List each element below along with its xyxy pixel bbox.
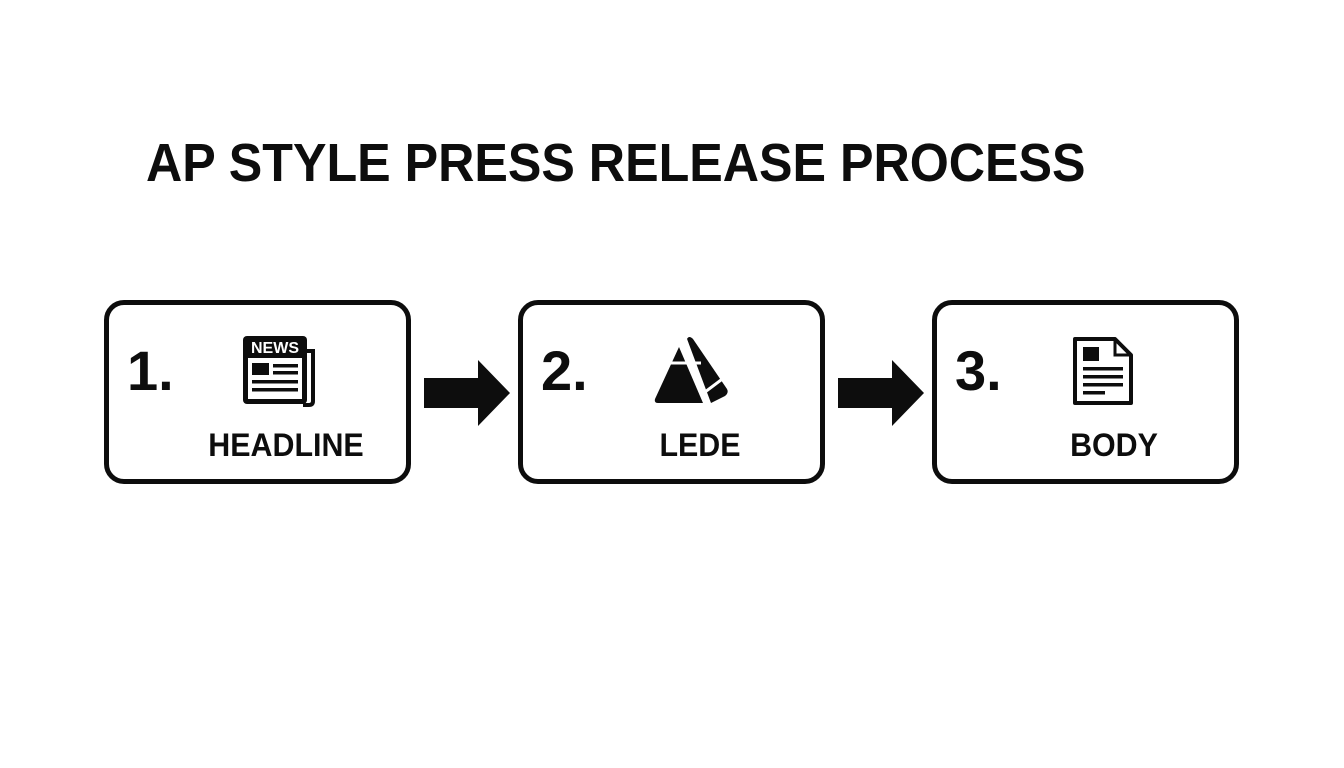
inverted-pyramid-icon: [651, 331, 733, 411]
step-number: 1.: [127, 339, 174, 402]
arrow-right-icon: [424, 360, 510, 426]
newspaper-icon: NEWS: [237, 331, 319, 411]
diagram-title: AP STYLE PRESS RELEASE PROCESS: [146, 133, 1086, 193]
arrow-right-icon: [838, 360, 924, 426]
step-headline-box: 1. NEWS HEADLINE: [104, 300, 411, 484]
newspaper-icon-text: NEWS: [251, 340, 299, 357]
step-label-lede: LEDE: [659, 427, 741, 463]
step-body-box: 3. BODY: [932, 300, 1239, 484]
step-number: 2.: [541, 339, 588, 402]
step-label-headline: HEADLINE: [208, 427, 364, 463]
step-number: 3.: [955, 339, 1002, 402]
step-lede-box: 2. LEDE: [518, 300, 825, 484]
document-icon: [1065, 331, 1147, 411]
step-label-body: BODY: [1070, 427, 1158, 463]
